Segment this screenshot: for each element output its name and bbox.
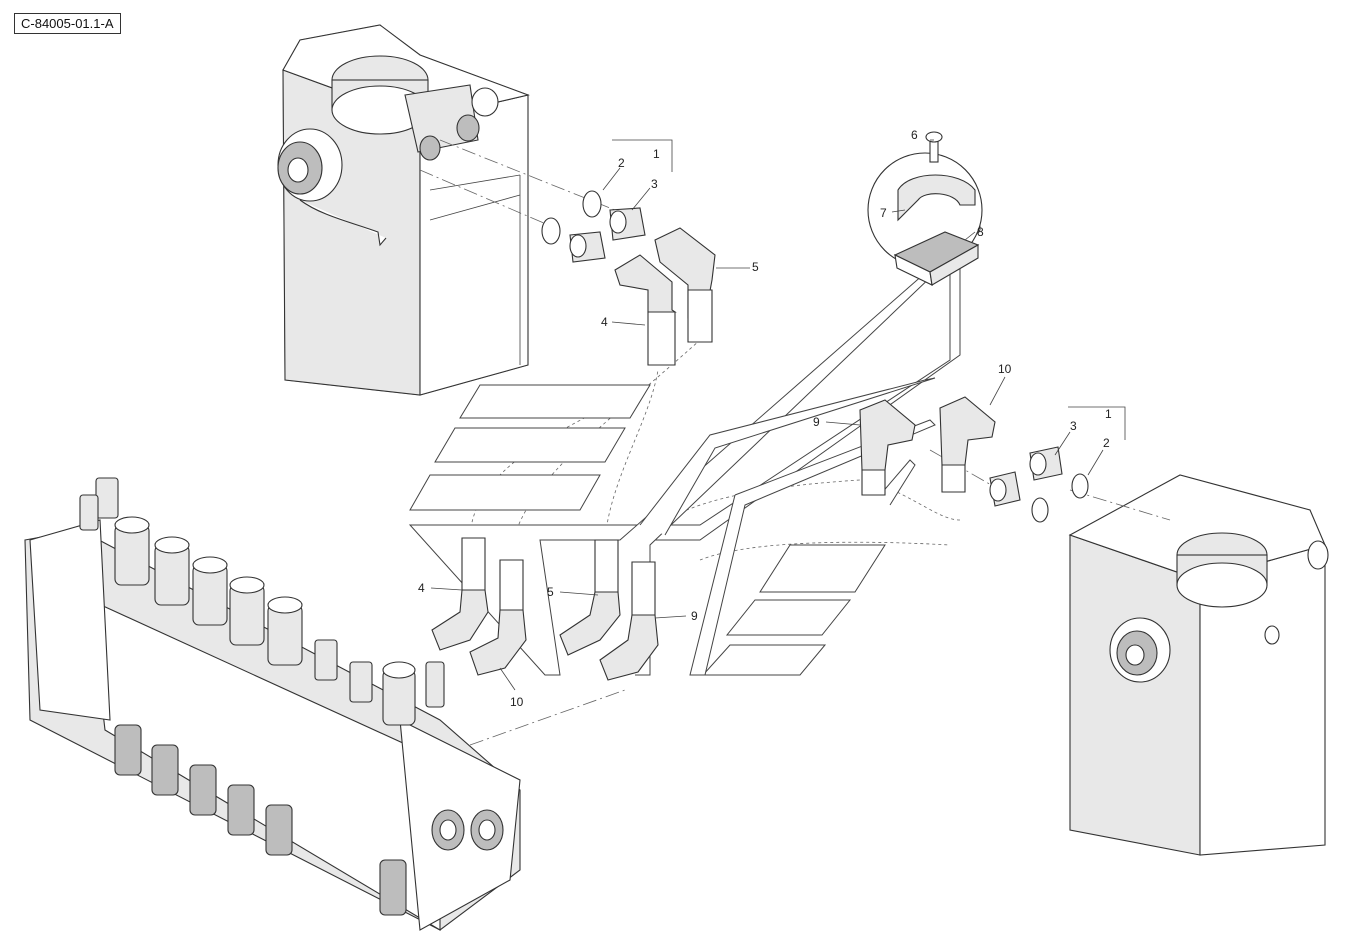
callout-4-top: 4 <box>601 315 608 329</box>
callout-7: 7 <box>880 206 887 220</box>
lower-right-cylinder <box>1068 474 1329 856</box>
control-valve-block <box>24 477 521 931</box>
callout-1-right: 1 <box>1105 407 1112 421</box>
callout-9-right: 9 <box>813 415 820 429</box>
fittings-right <box>859 396 1089 523</box>
clamp-assembly <box>867 131 983 286</box>
o-ring-2 <box>582 190 602 218</box>
callout-10-right: 10 <box>998 362 1012 376</box>
callout-1-top: 1 <box>653 147 660 161</box>
callout-5-top: 5 <box>752 260 759 274</box>
callout-4-bottom: 4 <box>418 581 425 595</box>
callout-labels: 1 2 3 4 5 6 7 8 10 9 1 3 2 4 5 9 10 <box>418 128 1112 709</box>
fittings-upper <box>541 190 716 366</box>
callout-3-top: 3 <box>651 177 658 191</box>
lower-spools <box>114 724 407 916</box>
callout-3-right: 3 <box>1070 419 1077 433</box>
callout-9-bottom: 9 <box>691 609 698 623</box>
leader-lines <box>430 139 1126 691</box>
upper-left-cylinder <box>277 24 530 396</box>
callout-2-top: 2 <box>618 156 625 170</box>
callout-8: 8 <box>977 225 984 239</box>
callout-5-bottom: 5 <box>547 585 554 599</box>
drawing-reference-code: C-84005-01.1-A <box>14 13 121 34</box>
callout-10-bottom: 10 <box>510 695 524 709</box>
callout-2-right: 2 <box>1103 436 1110 450</box>
fittings-lower <box>431 537 659 681</box>
callout-6: 6 <box>911 128 918 142</box>
spool-caps <box>114 516 416 726</box>
